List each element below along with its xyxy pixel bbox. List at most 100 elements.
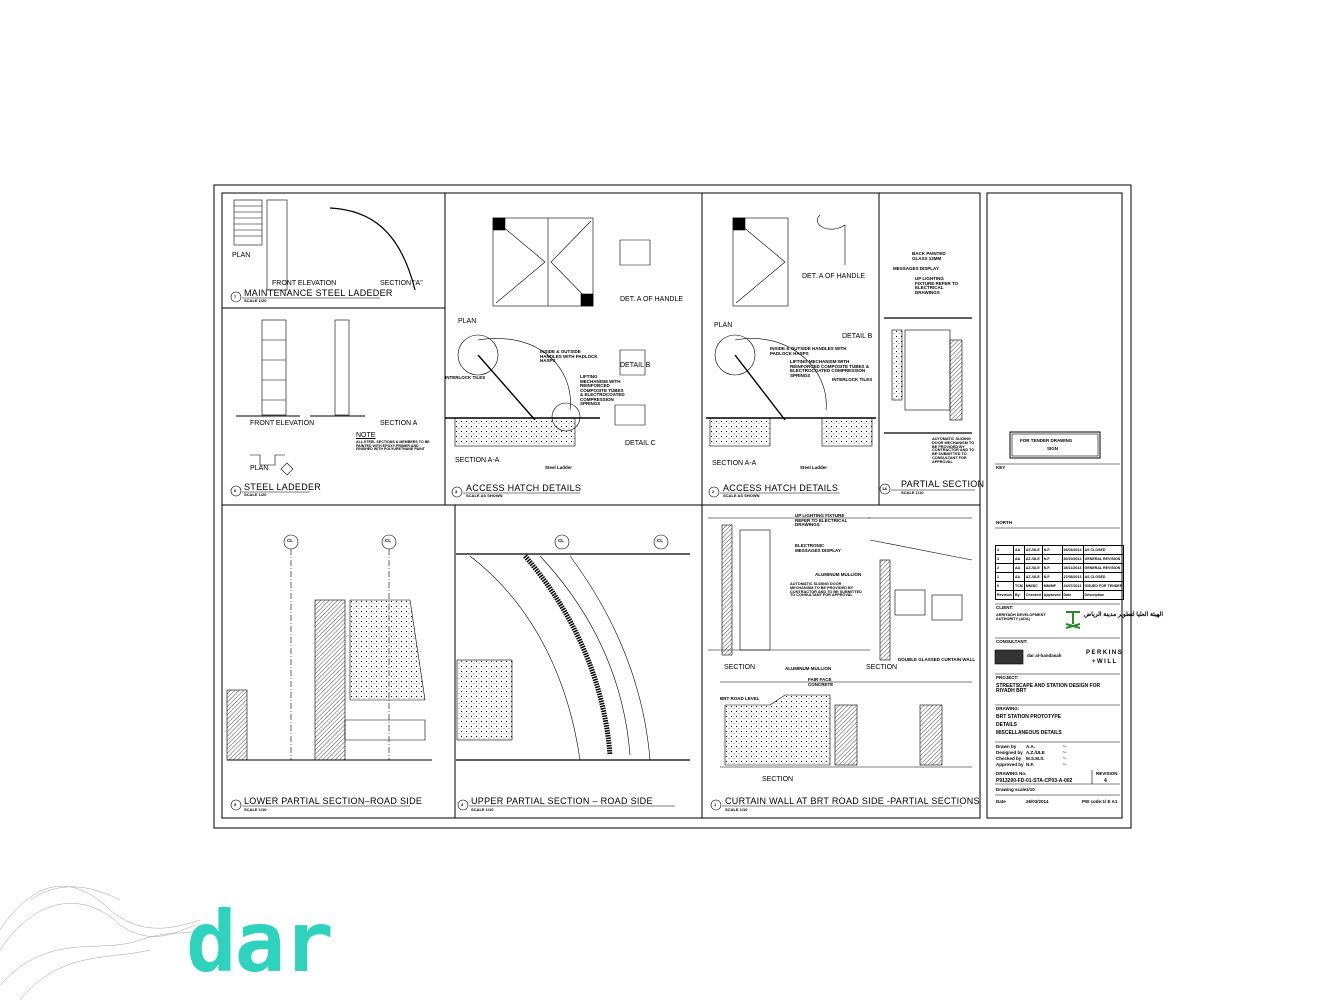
- panel-scale: SCALE 1/20: [244, 492, 267, 497]
- hatch-sketch-2: [706, 214, 876, 447]
- revision-cell: 28/11/2013: [1061, 563, 1084, 573]
- pw-code: PW code:1/ E A1: [1082, 799, 1118, 804]
- revision-cell: AS CLOSED: [1082, 572, 1125, 582]
- revision-cell: GENERAL REVISION: [1082, 563, 1125, 573]
- callout: ALUMINUM MULLION: [815, 572, 862, 577]
- revision-cell: AA: [1012, 563, 1025, 573]
- view-label: PLAN: [458, 318, 477, 325]
- consultant-will: +WILL: [1092, 659, 1118, 665]
- client-name: ARRIYADH DEVELOPMENT AUTHORITY (ADA): [996, 613, 1046, 621]
- title-block-lines: [994, 431, 1120, 796]
- client-label: CLIENT:: [996, 605, 1014, 610]
- view-label: PLAN: [250, 465, 269, 472]
- callout: UP LIGHTING FIXTURE REFER TO ELECTRICAL …: [795, 513, 848, 527]
- drawing-no: P913200-FD-01-STA-CP03-A-002: [996, 778, 1073, 784]
- revision-cell: AZ./ULE: [1023, 545, 1043, 555]
- callout: MESSAGES DISPLAY: [893, 266, 939, 271]
- role-label: Drawn by: [996, 744, 1017, 749]
- view-label: FRONT ELEVATION: [250, 420, 315, 427]
- view-label: DET. A OF HANDLE: [802, 273, 866, 280]
- drawing-label: DRAWING:: [996, 706, 1020, 711]
- title-block-border: [986, 192, 1123, 819]
- callout: Steel Ladder: [545, 465, 573, 470]
- panel-number: 1A: [882, 486, 888, 491]
- signature: ~: [1062, 743, 1068, 750]
- panel-scale: SCALE 1/10: [244, 807, 267, 812]
- revision-cell: Checked: [1023, 590, 1043, 600]
- revision-cell: 3: [995, 554, 1014, 564]
- revision-cell: Date: [1061, 590, 1084, 600]
- panel-scale: SCALE 1/20: [244, 298, 267, 303]
- revision-cell: AA: [1012, 554, 1025, 564]
- view-label: SECTION "A": [380, 280, 423, 287]
- client-logo-arabic: الهيئة العليا لتطوير مدينة الرياض: [1084, 612, 1164, 618]
- callout: AUTOMATIC SLIDING DOOR MECHANISM TO BE P…: [790, 582, 862, 598]
- panel-number: 6: [234, 488, 237, 493]
- signature: ~: [1062, 755, 1068, 762]
- view-label: SECTION A-A: [455, 457, 500, 464]
- drawing-title: DETAILS: [996, 722, 1018, 728]
- callout: INTERLOCK TILES: [445, 375, 486, 380]
- consultant-perkins: PERKINS: [1086, 650, 1124, 656]
- callout: FAIR FACE CONCRETE: [808, 677, 834, 687]
- sheet-border: [213, 184, 1132, 829]
- stamp-text: FOR TENDER DRAWING: [1020, 438, 1073, 443]
- partial-section-sketch-1A: [884, 317, 972, 434]
- revision-cell: 26/03/2014: [1061, 545, 1084, 555]
- panel-title: STEEL LADEDER: [244, 482, 322, 492]
- revision-cell: MM/SC: [1023, 581, 1043, 591]
- north-label: NORTH: [996, 520, 1012, 525]
- revision-cell: AA: [1012, 545, 1025, 555]
- revision-cell: Description: [1082, 590, 1125, 600]
- view-label: DETAIL C: [625, 440, 656, 447]
- revision-cell: 1: [995, 572, 1014, 582]
- date-label: Date: [996, 799, 1006, 804]
- revision-cell: Approved: [1041, 590, 1063, 600]
- callout: LIFTING MECHANISM WITH REINFORCED COMPOS…: [580, 374, 625, 406]
- revision-cell: MM/MF: [1041, 581, 1063, 591]
- panel-number: 7: [234, 294, 237, 299]
- panel-scale: SCALE 1/10: [471, 807, 494, 812]
- panel-scale: SCALE 1/10: [901, 490, 924, 495]
- panel-number: 5: [234, 802, 237, 807]
- hatch-sketch-3: [445, 217, 651, 447]
- ladder-sketch-7: [233, 199, 416, 291]
- panel-scale: SCALE AS SHOWN: [723, 493, 760, 498]
- person-name: A.A.: [1026, 744, 1035, 749]
- role-label: Approved by: [996, 762, 1024, 767]
- dar-logo: dar: [186, 893, 334, 991]
- revision-cell: N.F.: [1041, 563, 1063, 573]
- revision-cell: AZ./ULE: [1023, 572, 1043, 582]
- revision-cell: 30/10/2014: [1061, 554, 1084, 564]
- revision-cell: By: [1012, 590, 1025, 600]
- revision-label: REVISION: [1096, 771, 1118, 776]
- drawing-title: BRT STATION PROTOTYPE: [996, 714, 1062, 720]
- revision-cell: AA: [1012, 572, 1025, 582]
- consultant-dar: dar al-handasah: [1027, 653, 1062, 658]
- view-label: SECTION A: [380, 420, 418, 427]
- lower-section-sketch-5: [226, 534, 432, 761]
- view-label: NOTE: [356, 432, 376, 439]
- callout: BRT ROAD LEVEL: [720, 696, 760, 701]
- callout: ELECTRONIC MESSAGES DISPLAY: [795, 543, 841, 553]
- panel-title: ACCESS HATCH DETAILS: [466, 483, 582, 493]
- callout: INSIDE & OUTSIDE HANDLES WITH PADLOCK HA…: [540, 349, 598, 363]
- revision-cell: TCM: [1012, 581, 1025, 591]
- revision-cell: 27/08/2013: [1061, 572, 1084, 582]
- callout: DOUBLE GLASSED CURTAIN WALL: [898, 657, 976, 662]
- person-name: A.Z./ULE: [1026, 750, 1045, 755]
- scale-label: Drawing scale: [996, 787, 1027, 792]
- view-label: PLAN: [714, 322, 733, 329]
- centerline-label: CL: [558, 538, 564, 543]
- view-label: SECTION A-A: [712, 460, 757, 467]
- revision-cell: N.F.: [1041, 545, 1063, 555]
- stamp-text: SIGN: [1047, 446, 1059, 451]
- panel-title: MAINTENANCE STEEL LADEDER: [244, 288, 393, 298]
- consultant-label: CONSULTANT:: [996, 639, 1028, 644]
- person-name: N.F.: [1026, 762, 1035, 767]
- revision-cell: N.F.: [1041, 554, 1063, 564]
